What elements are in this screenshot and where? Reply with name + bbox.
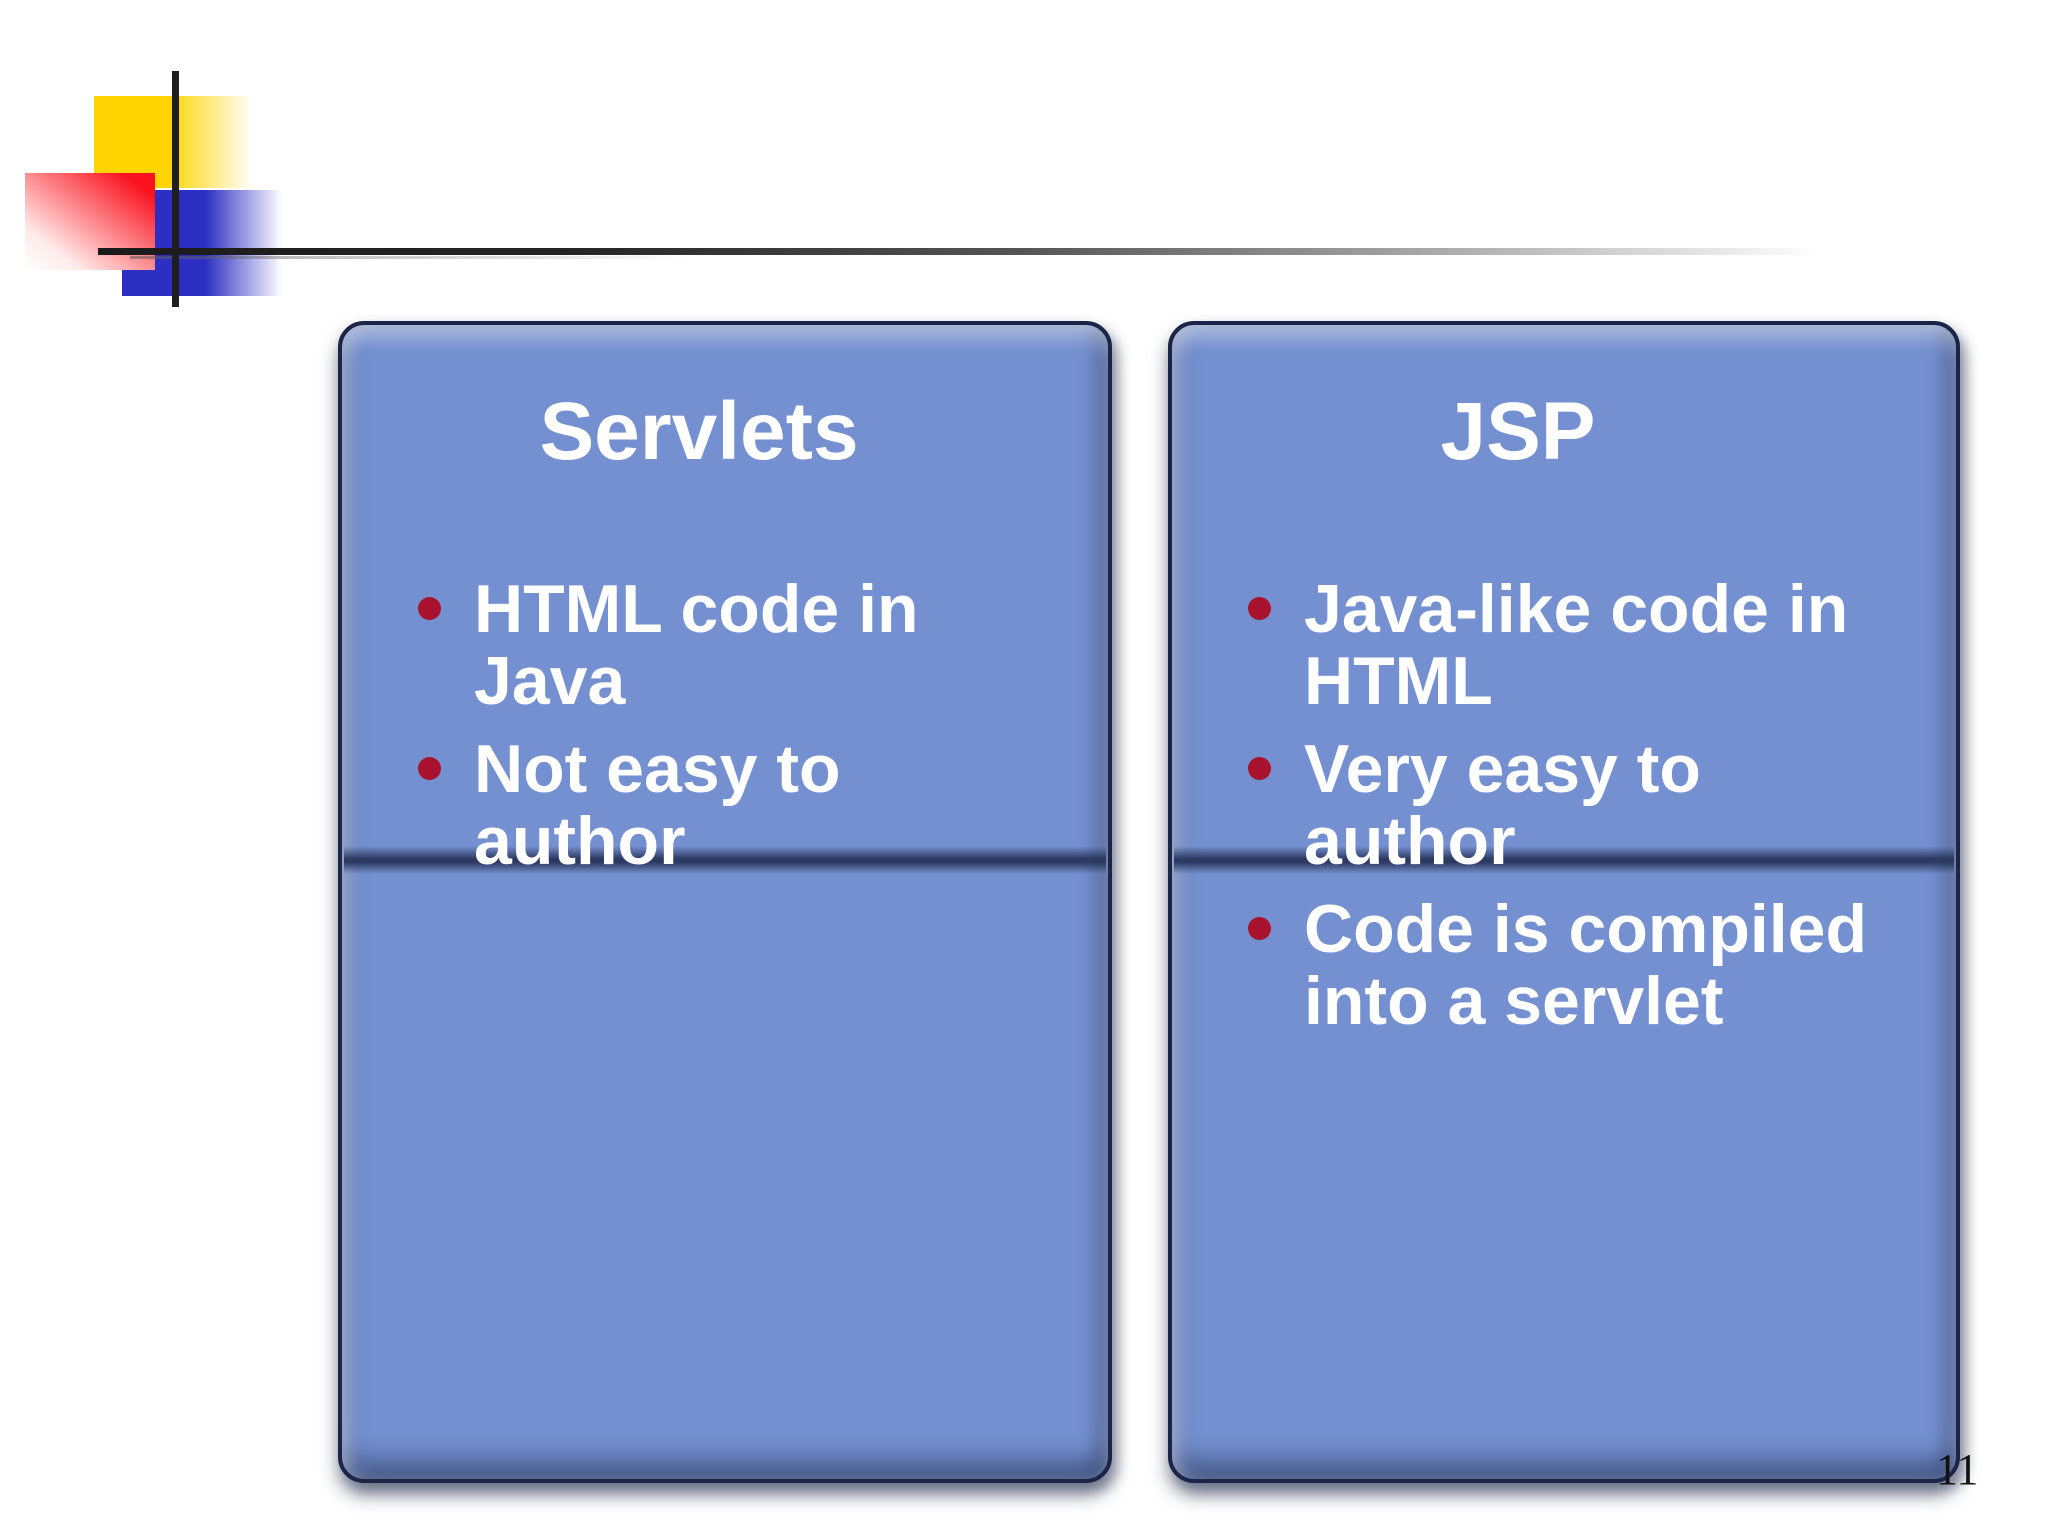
panel-servlets-header: Servlets: [342, 325, 1108, 525]
bullet-item: HTML code in Java: [418, 571, 1078, 719]
bullet-item: Not easy to author: [418, 731, 1078, 879]
bullet-dot-icon: [418, 597, 441, 620]
bullet-text: Not easy to author: [474, 731, 841, 879]
bullet-item: Code is compiled into a servlet: [1248, 891, 1926, 1039]
bullet-dot-icon: [1248, 757, 1271, 780]
decoration-horizontal-line: [98, 248, 1950, 255]
panel-servlets-divider: [344, 846, 1106, 874]
bullet-item: Java-like code in HTML: [1248, 571, 1926, 719]
decoration-vertical-line: [172, 71, 179, 307]
page-number: 11: [1936, 1445, 1979, 1494]
panel-jsp-title: JSP: [1440, 386, 1596, 477]
panel-servlets-title: Servlets: [539, 386, 859, 477]
bullet-dot-icon: [1248, 917, 1271, 940]
bullet-dot-icon: [1248, 597, 1271, 620]
bullet-text: Java-like code in HTML: [1304, 571, 1849, 719]
bullet-text: HTML code in Java: [474, 571, 919, 719]
bullet-dot-icon: [418, 757, 441, 780]
bullet-text: Code is compiled into a servlet: [1304, 891, 1867, 1039]
bullet-item: Very easy to author: [1248, 731, 1926, 879]
panel-jsp-header: JSP: [1172, 325, 1956, 525]
decoration-horizontal-line-shadow: [130, 256, 690, 259]
bullet-text: Very easy to author: [1304, 731, 1701, 879]
panel-jsp-divider: [1174, 846, 1954, 874]
